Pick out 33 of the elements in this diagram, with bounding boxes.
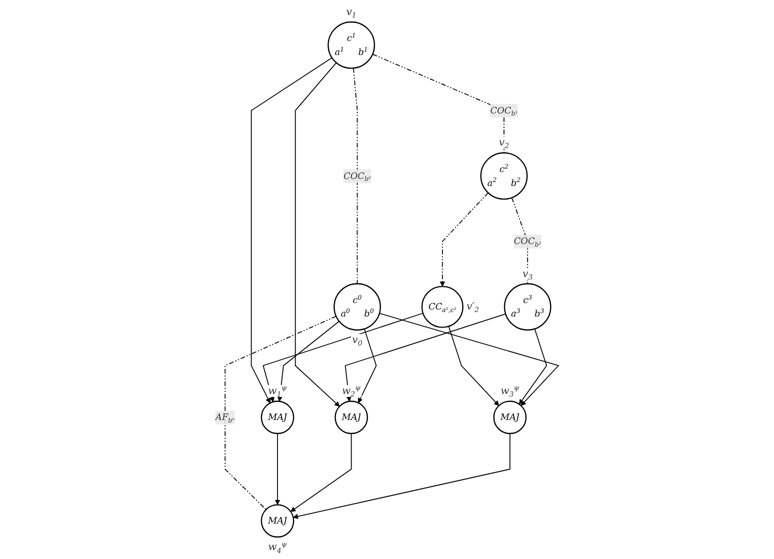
arrow — [379, 312, 560, 406]
arrow — [440, 192, 489, 287]
arrow — [274, 433, 280, 506]
node-circle: c$^{2}$ a$^{2}$ b$^{2}$ — [480, 152, 528, 200]
connector — [352, 68, 358, 284]
arrow — [262, 312, 424, 402]
node-circle: MAJ — [260, 400, 294, 434]
node-circle: c$^{0}$ a$^{0}$ b$^{0}$ — [334, 283, 381, 331]
edge-label: AF$_{b⁰}$ — [216, 412, 235, 424]
node-circle: c$^{1}$ a$^{1}$ b$^{1}$ — [328, 21, 376, 69]
edge-label: COC$_{b⁰}$ — [344, 170, 371, 183]
node-caption: v′$_{2}$ — [465, 300, 480, 313]
edge-label: COC$_{b²}$ — [514, 236, 542, 248]
arrow — [344, 314, 506, 402]
arrow — [277, 320, 340, 402]
arrow — [250, 57, 332, 404]
edge-label: COC$_{b¹}$ — [490, 105, 518, 118]
arrow — [290, 433, 352, 512]
arrow — [519, 328, 548, 404]
node-caption: v$_{2}$ — [498, 136, 510, 149]
node-circle: MAJ — [493, 400, 527, 434]
arrow — [448, 326, 500, 406]
node-circle: CC$_{a²,c²}$ — [421, 286, 464, 328]
arrow — [293, 433, 510, 519]
node-caption: v$_{3}$ — [521, 268, 534, 280]
connector — [224, 316, 337, 510]
arrow — [294, 62, 340, 407]
node-circle: c$^{3}$ a$^{3}$ b$^{3}$ — [504, 283, 552, 331]
node-caption: v$_{0}$ — [350, 334, 364, 346]
node-circle: MAJ — [334, 400, 368, 434]
arrow — [358, 328, 377, 404]
connector — [511, 197, 528, 284]
node-circle: MAJ — [260, 504, 294, 538]
